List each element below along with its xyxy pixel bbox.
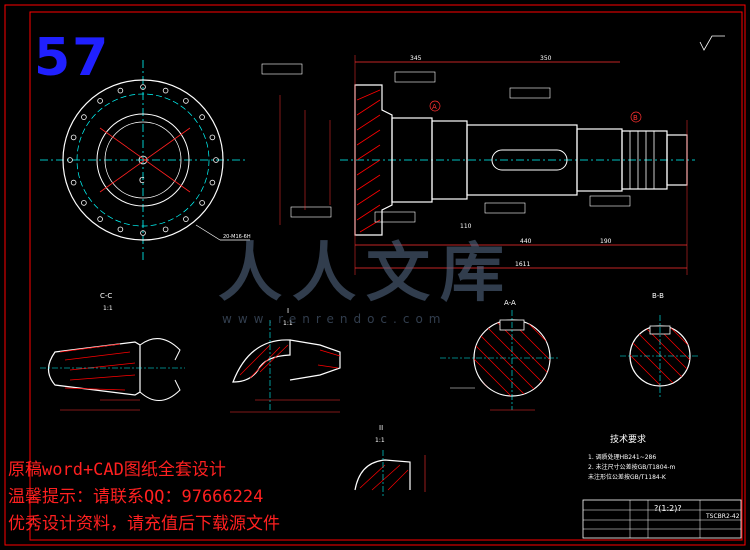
detail-i-title: I xyxy=(287,307,289,315)
tech-requirement-2: 2. 未注尺寸公差按GB/T1804-m xyxy=(588,464,676,471)
section-c-c: C-C 1:1 xyxy=(40,292,185,411)
overlay-line-1: 原稿word+CAD图纸全套设计 xyxy=(8,460,226,480)
svg-text:20-M16-6H: 20-M16-6H xyxy=(223,234,251,240)
section-b-b: B-B xyxy=(620,292,700,398)
bolt-hole xyxy=(162,226,169,233)
datum-a-label: A xyxy=(432,103,437,111)
section-cc-scale: 1:1 xyxy=(103,305,113,312)
tech-requirements-title: 技术要求 xyxy=(610,435,647,445)
dim-440: 440 xyxy=(520,238,532,245)
title-block xyxy=(582,499,742,539)
detail-ii-title: II xyxy=(379,424,383,432)
section-bb-title: B-B xyxy=(652,292,664,300)
tech-requirement-3: 未注形位公差按GB/T1184-K xyxy=(588,474,666,481)
detail-ii-scale: 1:1 xyxy=(375,437,385,444)
detail-ii: II 1:1 xyxy=(354,424,426,498)
watermark-url: www.renrendoc.com xyxy=(222,312,447,326)
dim-345: 345 xyxy=(410,55,422,62)
title-block-drawing-code: TSCBR2-42 xyxy=(706,513,740,520)
overlay-line-2: 温馨提示：请联系QQ：97666224 xyxy=(8,487,264,507)
outer-border xyxy=(4,4,746,546)
bolt-hole xyxy=(209,134,216,141)
dim-main-length: 1611 xyxy=(515,261,530,268)
title-block-scale: ?(1:2)? xyxy=(654,504,682,513)
bolt-hole xyxy=(70,134,77,141)
dim-190: 190 xyxy=(600,238,612,245)
datum-b-label: B xyxy=(633,114,638,122)
bolt-hole xyxy=(213,157,219,163)
bolt-hole xyxy=(209,179,216,186)
bolt-hole xyxy=(81,200,87,206)
section-cc-title: C-C xyxy=(100,292,112,300)
inner-frame xyxy=(29,11,743,541)
bolt-hole xyxy=(70,179,77,186)
sheet-number: 57 xyxy=(34,28,111,88)
bolt-hole xyxy=(162,87,169,94)
bolt-hole xyxy=(199,200,205,206)
section-a-a: A-A xyxy=(440,299,560,411)
overlay-line-3: 优秀设计资料，请充值后下载源文件 xyxy=(8,514,280,534)
detail-i: I 1:1 xyxy=(230,307,341,413)
flange-front-view: 20-M16-6H C xyxy=(40,60,251,262)
section-aa-title: A-A xyxy=(504,299,516,307)
tech-requirement-1: 1. 调质处理HB241~286 xyxy=(588,454,657,461)
bolt-hole xyxy=(140,230,146,236)
flange-hatch xyxy=(354,84,393,236)
bolt-hole xyxy=(183,98,189,104)
bolt-hole xyxy=(97,98,103,104)
dim-110: 110 xyxy=(460,223,472,230)
bolt-hole xyxy=(183,216,189,222)
dim-350: 350 xyxy=(540,55,552,62)
watermark-logo-text: 人人文库 xyxy=(218,236,514,311)
roughness-symbol xyxy=(699,35,725,51)
datum-c-label: C xyxy=(139,176,145,185)
bolt-hole xyxy=(67,157,73,163)
bolt-hole xyxy=(81,114,87,120)
detail-i-scale: 1:1 xyxy=(283,320,293,327)
bolt-holes xyxy=(67,84,219,236)
shaft-main-view: 1611 345 350 440 190 110 A B xyxy=(261,55,695,275)
bolt-hole xyxy=(117,87,124,94)
bolt-hole xyxy=(117,226,124,233)
bolt-hole xyxy=(140,84,146,90)
bolt-hole xyxy=(97,216,103,222)
bolt-hole xyxy=(199,114,205,120)
